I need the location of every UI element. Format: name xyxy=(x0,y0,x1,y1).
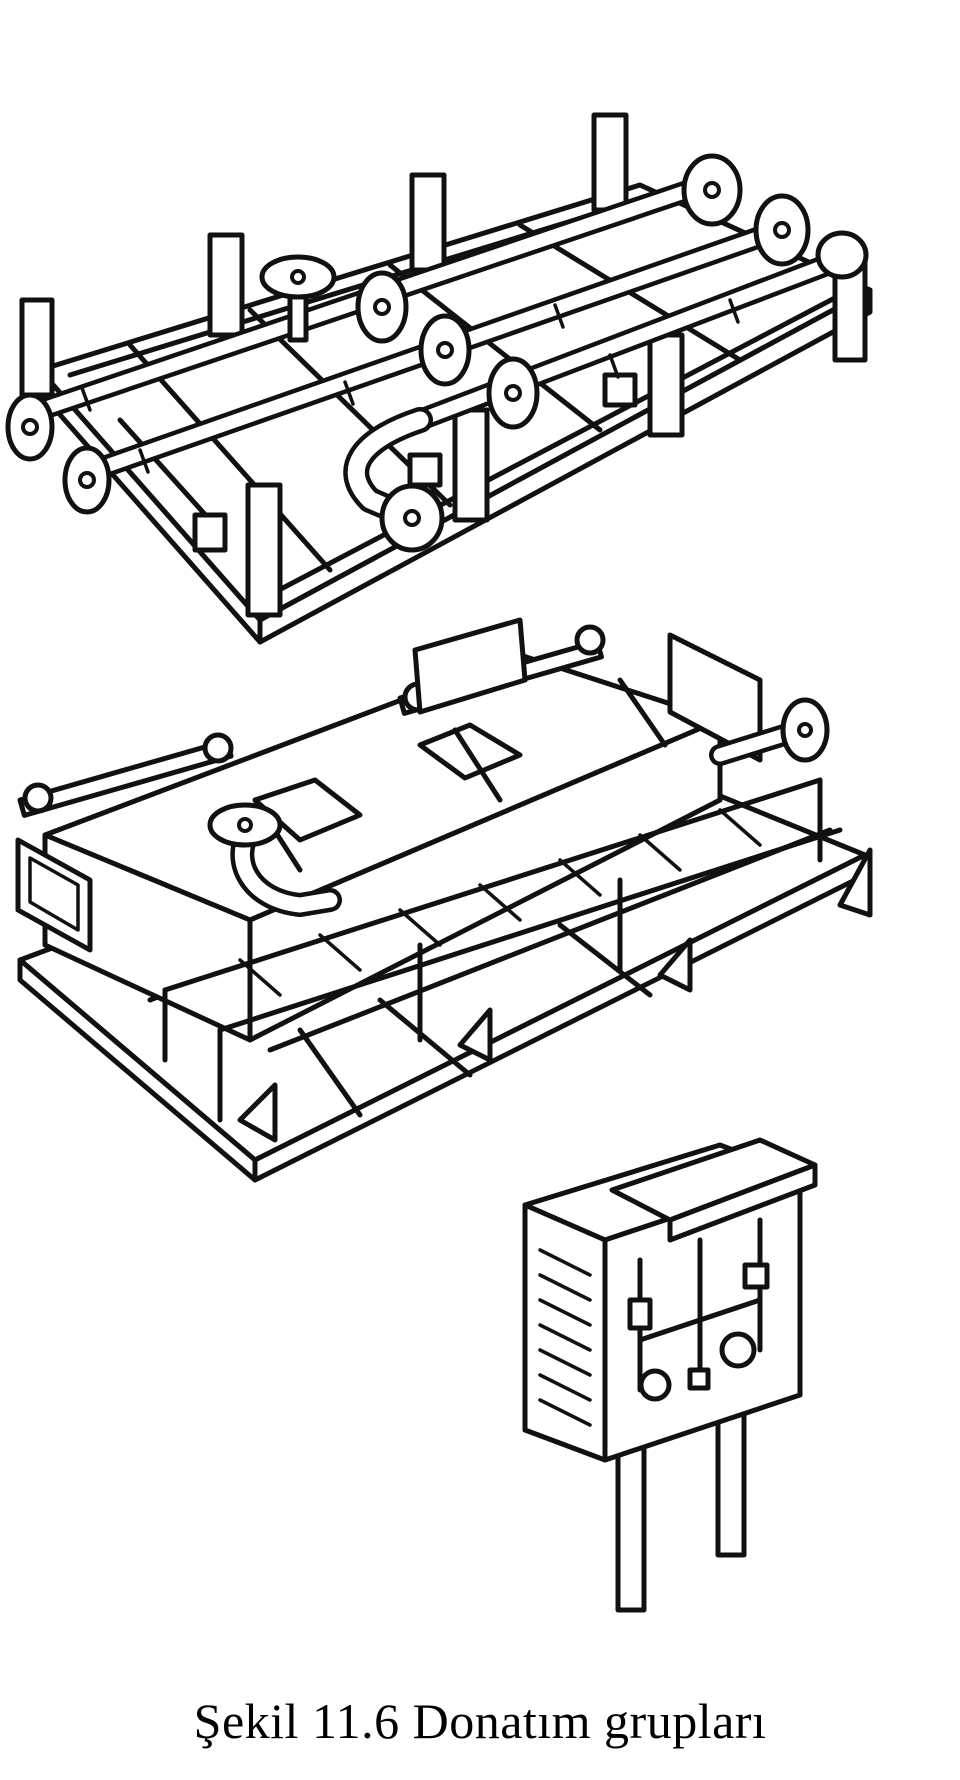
lifting-lugs xyxy=(17,617,763,818)
pipe-manifold-skid xyxy=(5,112,873,645)
figure-caption: Şekil 11.6 Donatım grupları xyxy=(193,1693,767,1749)
walkway-rails xyxy=(162,777,873,1143)
pipe-flanges xyxy=(5,153,869,553)
tank-skid xyxy=(15,617,873,1183)
tank-piping xyxy=(207,697,830,917)
panel-cabinet xyxy=(522,1137,818,1463)
control-panel xyxy=(522,1137,818,1613)
